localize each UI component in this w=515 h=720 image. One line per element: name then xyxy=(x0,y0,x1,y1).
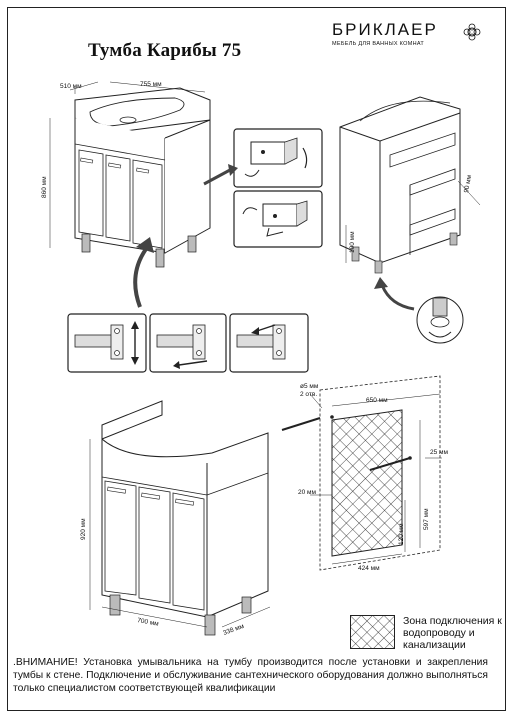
brand-tagline: МЕБЕЛЬ ДЛЯ ВАННЫХ КОМНАТ xyxy=(332,41,425,47)
document-title: Тумба Карибы 75 xyxy=(88,40,242,61)
legend-text: Зона подключения к водопроводу и канализ… xyxy=(403,615,502,651)
bottom-width-label: 700 мм xyxy=(137,617,160,628)
top-depth-label: 510 мм xyxy=(60,83,82,90)
bottom-depth-label: 338 мм xyxy=(222,623,245,637)
top-cabinet-drawing xyxy=(49,81,211,268)
adjustable-foot-detail xyxy=(416,296,464,344)
top-height-label: 860 мм xyxy=(41,176,48,198)
left-offset-label: 20 мм xyxy=(298,489,317,496)
top-cabinet-dimensions: 510 мм 755 мм 860 мм xyxy=(41,81,162,198)
bottom-height-label: 920 мм xyxy=(80,518,87,540)
right-offset-label: 25 мм xyxy=(430,449,449,456)
hinge-detail-box-2 xyxy=(149,313,227,373)
wall-mounting-diagram xyxy=(281,375,442,571)
hole-count-label: 2 отв. xyxy=(300,391,317,398)
page-frame xyxy=(7,7,506,711)
total-height-label: 597 мм xyxy=(423,508,430,530)
arrow-to-foot-icon xyxy=(374,277,415,311)
mounting-detail-box-2 xyxy=(233,190,323,248)
side-shelf-label: 90 мм xyxy=(463,174,473,193)
top-width-label: 650 мм xyxy=(366,397,388,404)
mounting-detail-box-1 xyxy=(233,128,323,188)
hinge-detail-box-1 xyxy=(67,313,147,373)
hinge-detail-box-3 xyxy=(229,313,309,373)
inner-height-label: 120 мм xyxy=(398,523,405,545)
bottom-cabinet-drawing xyxy=(89,400,271,636)
bottom-cabinet-dimensions: 920 мм 700 мм 338 мм xyxy=(80,518,245,637)
brand-block: БРИКЛАЕР МЕБЕЛЬ ДЛЯ ВАННЫХ КОМНАТ xyxy=(332,20,500,47)
wall-mounting-dimensions: ø5 мм 2 отв. 650 мм 25 мм 20 мм 424 мм 1… xyxy=(298,383,449,572)
arrow-to-bracket-icon xyxy=(203,164,238,186)
warning-text: .ВНИМАНИЕ! Установка умывальника на тумб… xyxy=(13,657,488,694)
side-cabinet-dimensions: 100 мм 90 мм xyxy=(349,174,473,253)
connection-zone-swatch xyxy=(350,615,395,649)
flower-logo-icon xyxy=(462,22,482,47)
brand-name: БРИКЛАЕР xyxy=(332,20,438,39)
side-leg-label: 100 мм xyxy=(349,231,356,253)
top-width-label: 755 мм xyxy=(140,81,162,88)
side-cabinet-drawing xyxy=(339,96,481,274)
bottom-width-label: 424 мм xyxy=(358,565,380,572)
hole-diameter-label: ø5 мм xyxy=(300,383,319,390)
arrow-to-hinges-icon xyxy=(133,237,154,308)
